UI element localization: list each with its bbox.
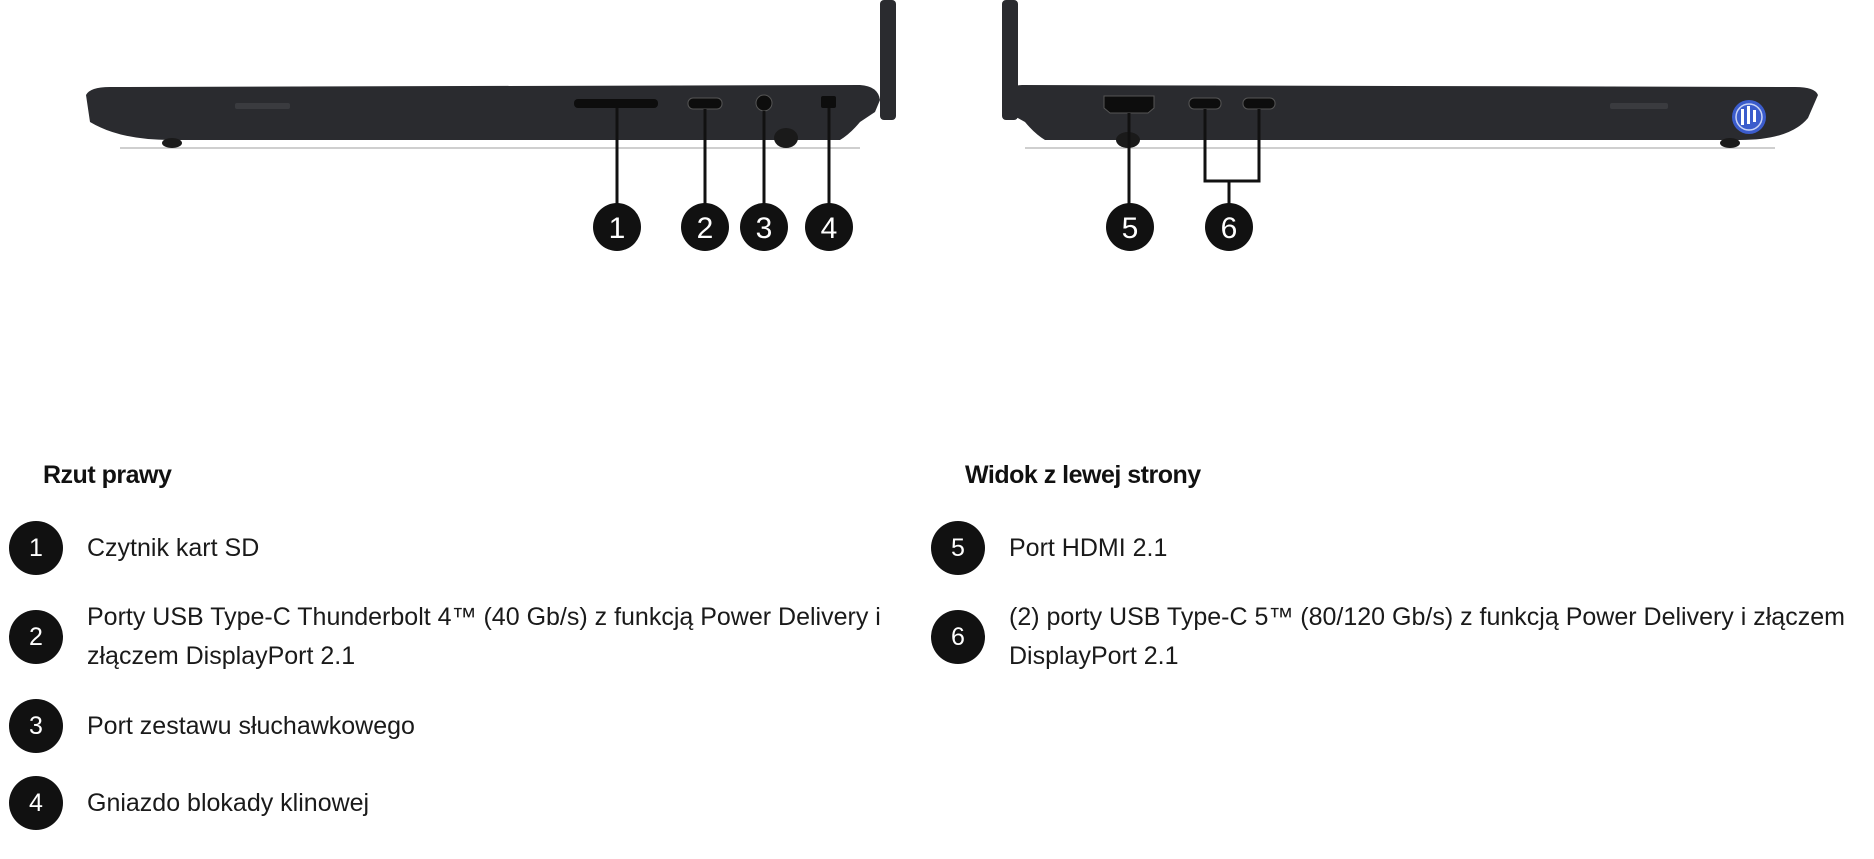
- legend-badge: 6: [931, 610, 985, 664]
- laptop-body-right: [86, 85, 880, 140]
- brand-logo-icon: [1732, 100, 1766, 134]
- svg-text:1: 1: [609, 212, 626, 245]
- legend-label: Gniazdo blokady klinowej: [87, 788, 370, 817]
- legend-item-wedge-lock: 4 Gniazdo blokady klinowej: [9, 776, 923, 830]
- callout-4: 4: [805, 203, 853, 251]
- legend-item-hdmi-port: 5 Port HDMI 2.1: [931, 521, 1865, 575]
- screen-lid-right: [880, 0, 896, 120]
- laptop-right-side-view: [86, 0, 896, 207]
- svg-text:3: 3: [756, 212, 773, 245]
- right-view-title: Rzut prawy: [43, 461, 172, 489]
- legend-item-thunderbolt-ports: 2 Porty USB Type-C Thunderbolt 4™ (40 Gb…: [9, 598, 923, 676]
- legend-badge: 3: [9, 699, 63, 753]
- legend-badge: 2: [9, 610, 63, 664]
- legend-label: Port HDMI 2.1: [1009, 533, 1168, 562]
- left-view-section: Widok z lewej strony 5 Port HDMI 2.1 6 (…: [931, 455, 1865, 699]
- usbc-port-tb: [687, 97, 723, 110]
- legend-item-headset-port: 3 Port zestawu słuchawkowego: [9, 699, 923, 753]
- legend-badge: 5: [931, 521, 985, 575]
- usbc-port-b: [1242, 97, 1276, 110]
- callout-5: 5: [1106, 203, 1154, 251]
- legend-label: Porty USB Type-C Thunderbolt 4™ (40 Gb/s…: [87, 603, 881, 670]
- callout-3: 3: [740, 203, 788, 251]
- laptop-side-views: 1 2 3 4: [86, 0, 1818, 251]
- usbc-port-a: [1188, 97, 1222, 110]
- hdmi-port: [1103, 95, 1155, 114]
- right-view-section: Rzut prawy 1 Czytnik kart SD 2 Porty USB…: [9, 455, 923, 853]
- right-view-legend: 1 Czytnik kart SD 2 Porty USB Type-C Thu…: [9, 521, 923, 830]
- svg-text:4: 4: [821, 212, 838, 245]
- legend-label: (2) porty USB Type-C 5™ (80/120 Gb/s) z …: [1009, 603, 1845, 670]
- callout-2: 2: [681, 203, 729, 251]
- legend-badge: 4: [9, 776, 63, 830]
- sd-card-slot: [574, 99, 658, 108]
- callout-6: 6: [1205, 203, 1253, 251]
- wedge-lock-slot: [821, 96, 836, 108]
- legend-item-usbc-ports: 6 (2) porty USB Type-C 5™ (80/120 Gb/s) …: [931, 598, 1865, 676]
- legend-badge: 1: [9, 521, 63, 575]
- legend-label: Czytnik kart SD: [87, 533, 260, 562]
- legend-item-sd-card-reader: 1 Czytnik kart SD: [9, 521, 923, 575]
- svg-text:2: 2: [697, 212, 714, 245]
- left-view-legend: 5 Port HDMI 2.1 6 (2) porty USB Type-C 5…: [931, 521, 1865, 676]
- laptop-left-side-view: [1002, 0, 1818, 207]
- ports-diagram: 1 2 3 4: [0, 0, 1874, 300]
- left-view-title: Widok z lewej strony: [965, 461, 1201, 489]
- headset-jack: [755, 94, 773, 112]
- svg-text:6: 6: [1221, 212, 1238, 245]
- svg-text:5: 5: [1122, 212, 1139, 245]
- callout-1: 1: [593, 203, 641, 251]
- legend-label: Port zestawu słuchawkowego: [87, 711, 415, 740]
